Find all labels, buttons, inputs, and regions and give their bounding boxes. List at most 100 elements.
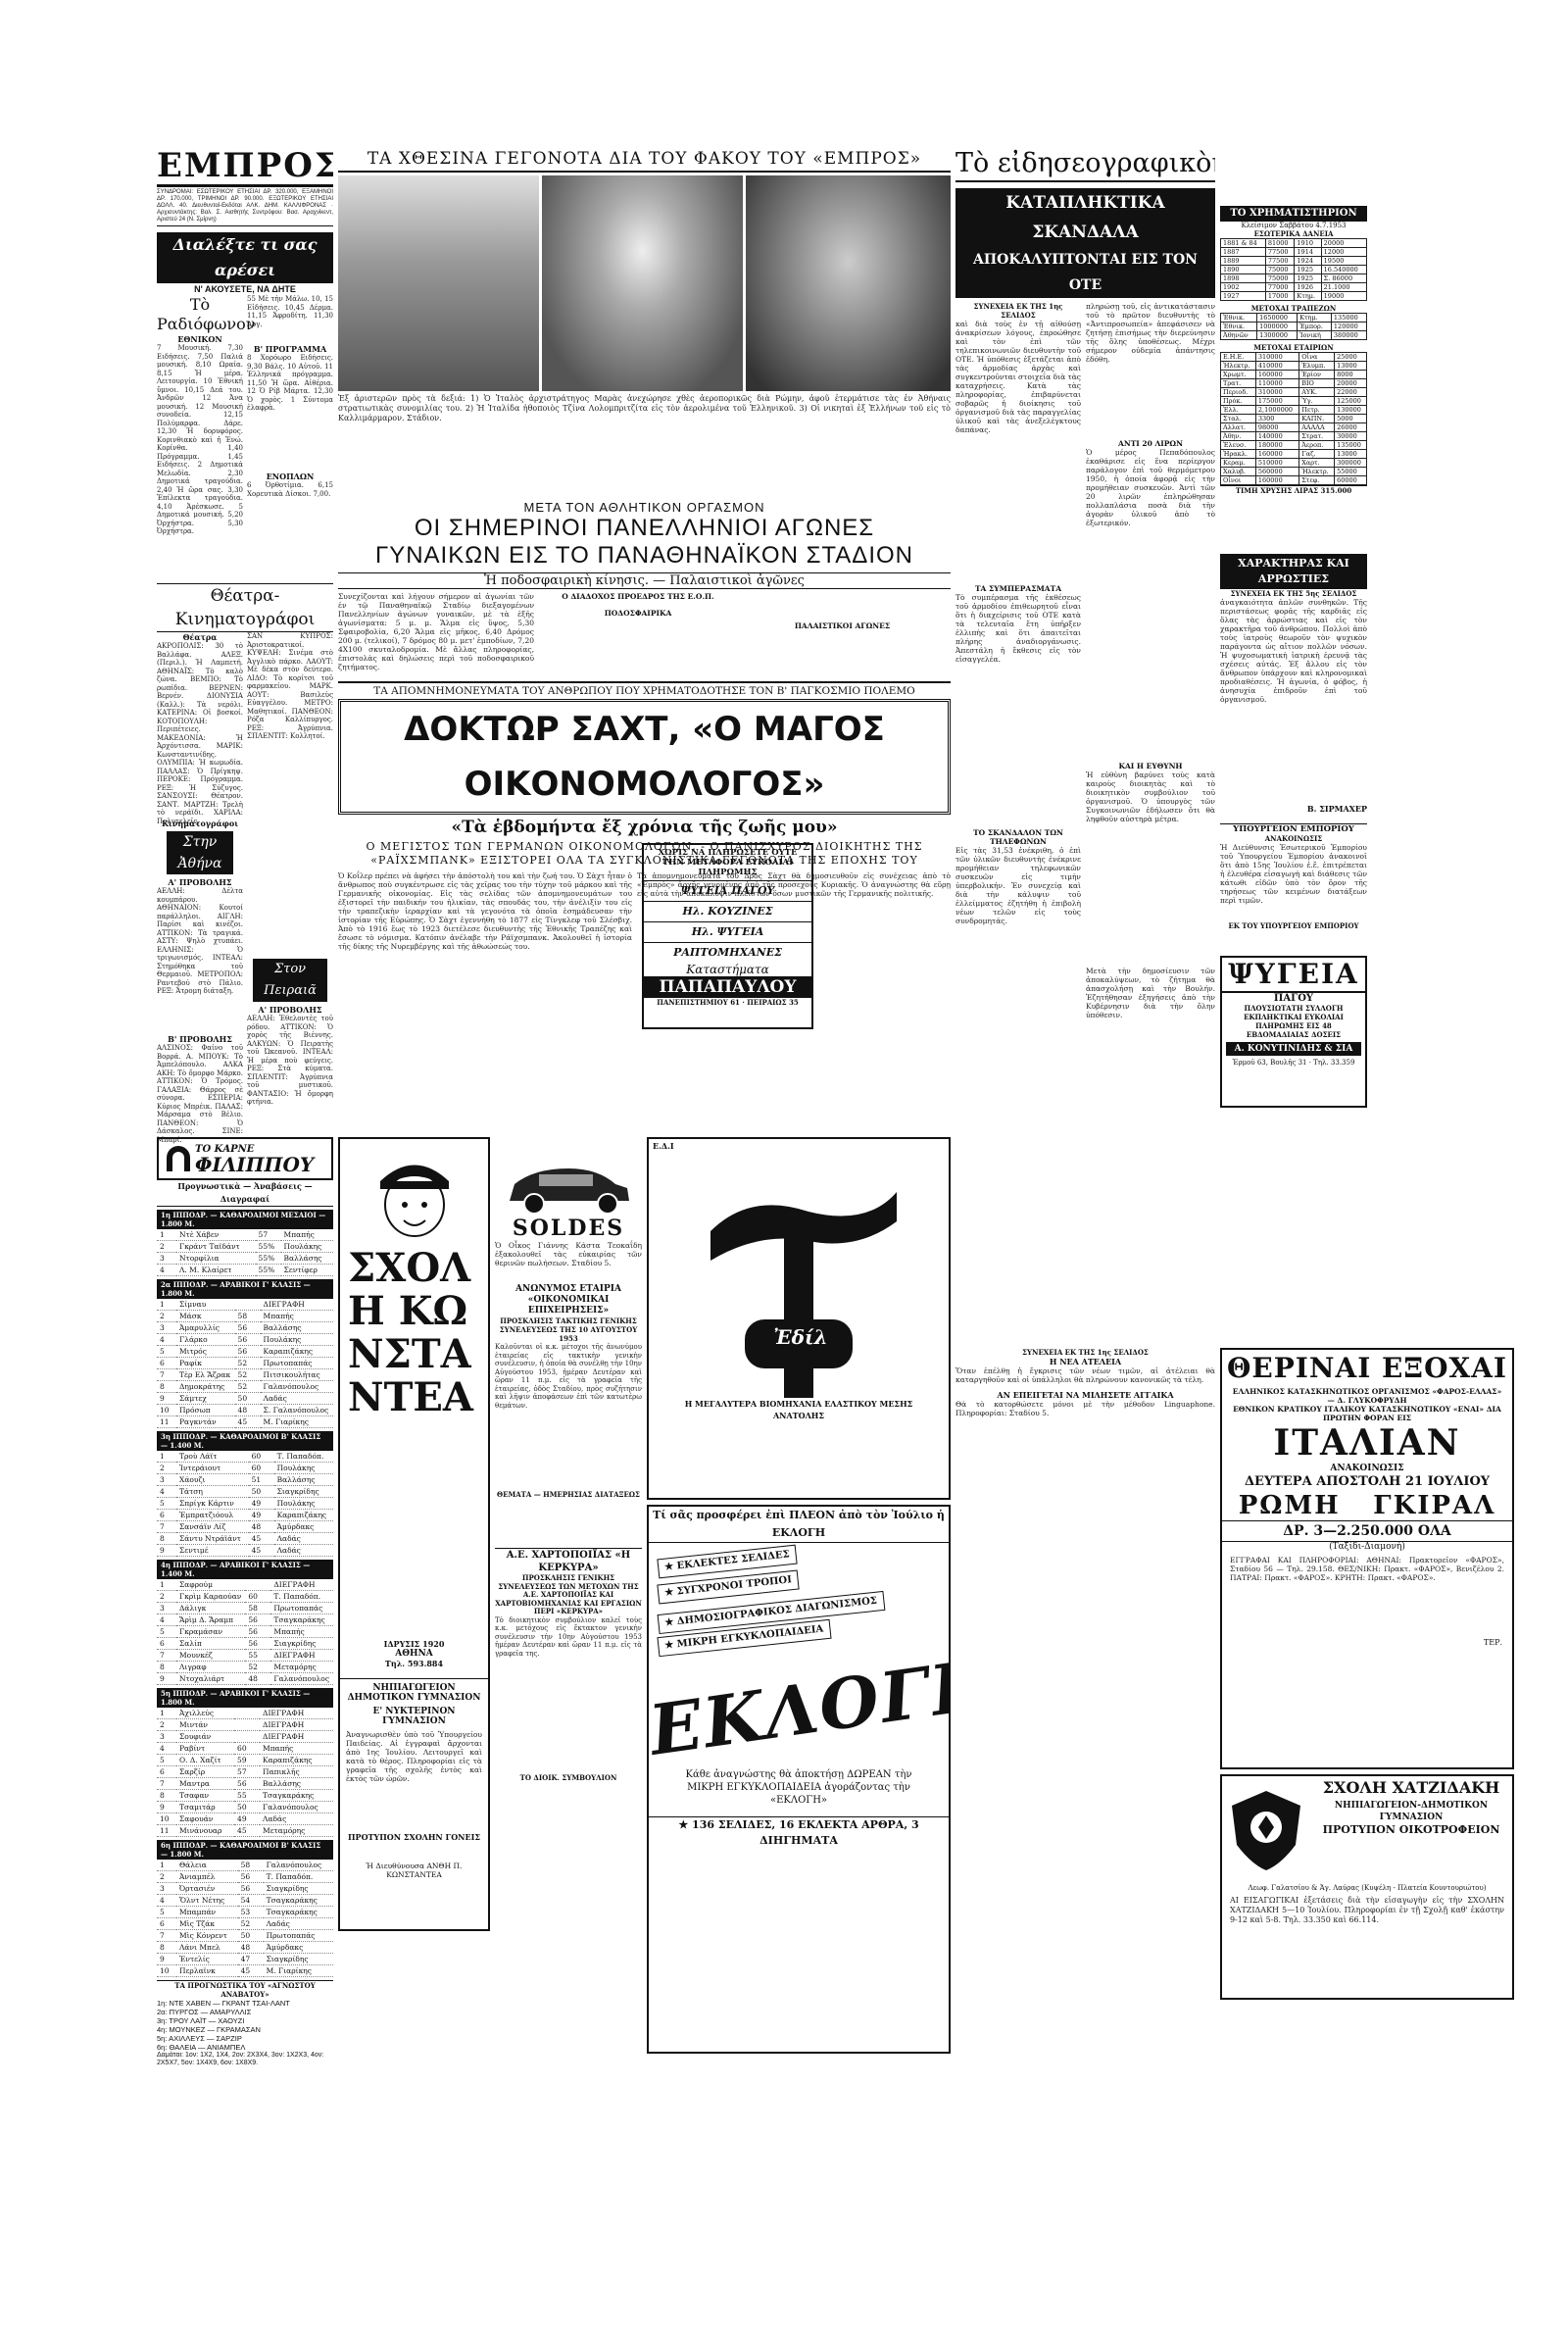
- stock-cell: 2,1000000: [1254, 405, 1300, 415]
- stock-cell: 140000: [1254, 431, 1300, 441]
- hatzidaki-sub: ΝΗΠΙΑΓΩΓΕΙΟΝ-ΔΗΜΟΤΙΚΟΝ ΓΥΜΝΑΣΙΟΝ: [1334, 1801, 1489, 1822]
- horse-name: Σάντυ Ντράϊάντ: [176, 1532, 249, 1545]
- horse-name: Ἐμπρατζιόουλ: [176, 1509, 249, 1521]
- race-weight: 55%: [255, 1252, 281, 1265]
- edil-brand: Ἐδίλ: [773, 1325, 828, 1349]
- race-title: 3η ΙΠΠΟΔΡ. — ΚΑΘΑΡΟΑΙΜΟΙ Β' ΚΛΑΣΙΣ — 1.4…: [157, 1431, 333, 1451]
- horse-name: Τροὺ Λάϊτ: [176, 1451, 249, 1463]
- horse-name: Σαφουάν: [176, 1813, 235, 1825]
- race-weight: 53: [237, 1906, 264, 1918]
- race-number: 10: [157, 1964, 176, 1977]
- horse-name: Σαφρούμ: [176, 1579, 246, 1591]
- horse-name: Λ. Μ. Κλαίρετ: [176, 1264, 256, 1276]
- stock-cell: 175000: [1254, 396, 1300, 406]
- jockey-name: Μεταμόρης: [260, 1824, 333, 1837]
- stock-cell: Χαλυβ.: [1220, 467, 1256, 476]
- race-weight: 55: [245, 1649, 271, 1662]
- stock-cell: Πρόκ.: [1220, 396, 1256, 406]
- cont-text2: Θὰ τὸ κατορθώσετε μόνοι μὲ τὴν μέθοδον L…: [956, 1400, 1215, 1417]
- jockey-name: Πουλάκης: [280, 1240, 333, 1253]
- schacht-headline: ΔΟΚΤΩΡ ΣΑΧΤ, «Ο ΜΑΓΟΣ ΟΙΚΟΝΟΜΟΛΟΓΟΣ»: [338, 699, 951, 815]
- stock-cell: Πετρ.: [1298, 405, 1336, 415]
- fridge-shop: ΠΑΠΑΠΑΥΛΟΥ: [644, 976, 811, 998]
- telecom-h2: ΑΠΟΚΑΛΥΠΤΟΝΤΑΙ ΕΙΣ ΤΟΝ ΟΤΕ: [956, 247, 1215, 298]
- jockey-name: Βαλλάσης: [260, 1777, 333, 1790]
- cinema-sub: Κινηματογράφοι: [161, 819, 239, 828]
- racing-subhead: Προγνωστικὰ — Ἀναβάσεις — Διαγραφαί: [157, 1180, 333, 1207]
- athens-b-text: ΑΛΣΙΝΟΣ: Φαίνο τοῦ Βορρά. Α. ΜΠΟΥΚ: Τὸ Ἀ…: [157, 1044, 243, 1144]
- horse-name: Σπρίγκ Κάρτιν: [176, 1497, 249, 1510]
- horse-name: Γκραμάσαν: [176, 1625, 246, 1638]
- jockey-name: Λαδάς: [260, 1392, 333, 1405]
- horse-name: Ὄλντ Νέτης: [176, 1894, 238, 1907]
- stock-cell: Ἀθηνῶν: [1220, 330, 1258, 340]
- horse-name: Ὀρτασιέν: [176, 1882, 238, 1895]
- jockey-name: ΔΙΕΓΡΑΦΗ: [260, 1708, 333, 1719]
- stock-cell: 77000: [1264, 282, 1296, 292]
- jockey-name: Τ. Παπαδόπ.: [273, 1451, 333, 1463]
- stock-cell: 135000: [1334, 440, 1367, 450]
- jockey-name: Πρωτοπαπάς: [260, 1357, 333, 1369]
- stock-cell: 20000: [1320, 238, 1367, 248]
- race-weight: 48: [248, 1520, 274, 1533]
- stock-cell: Ἀεροπ.: [1298, 440, 1336, 450]
- race-weight: 52: [245, 1661, 271, 1673]
- jockey-name: ΔΙΕΓΡΑΦΗ: [260, 1730, 333, 1743]
- race-weight: 56: [245, 1625, 271, 1638]
- race-weight: 49: [248, 1497, 274, 1510]
- athletics-kicker: ΜΕΤΑ ΤΟΝ ΑΘΛΗΤΙΚΟΝ ΟΡΓΑΣΜΟΝ: [523, 500, 765, 515]
- race-weight: 58: [234, 1310, 261, 1322]
- kerkyra-sub: ΠΡΟΣΚΛΗΣΙΣ ΓΕΝΙΚΗΣ ΣΥΝΕΛΕΥΣΕΩΣ ΤΩΝ ΜΕΤΟΧ…: [495, 1573, 642, 1615]
- tote-text: Δαμάται: 1ον: 1Χ2, 1Χ4, 2ον: 2Χ3Χ4, 3ον:…: [157, 2052, 324, 2066]
- school-konstantea-ad: ΣΧΟΛΗ ΚΩΝΣΤΑΝΤΕΑ ΙΔΡΥΣΙΣ 1920 ΑΘΗΝΑ Τηλ.…: [338, 1137, 490, 1931]
- stock-cell: 75000: [1264, 273, 1296, 283]
- edil-caption: Η ΜΕΓΑΛΥΤΕΡΑ ΒΙΟΜΗΧΑΝΙΑ ΕΛΑΣΤΙΚΟΥ ΜΕΣΗΣ …: [684, 1399, 913, 1420]
- telecom-sub3: ΤΟ ΣΚΑΝΔΑΛΟΝ ΤΩΝ ΤΗΛΕΦΩΝΩΝ: [973, 828, 1063, 846]
- stock-cell: 1300000: [1256, 330, 1298, 340]
- race-weight: 49: [234, 1813, 261, 1825]
- jockey-name: Ἀμύρδακς: [263, 1941, 333, 1954]
- race-number: 1: [157, 1579, 176, 1591]
- jockey-name: Μπαπής: [280, 1229, 333, 1241]
- fridge2-ad: ΨΥΓΕΙΑ ΠΑΓΟΥ ΠΛΟΥΣΙΩΤΑΤΗ ΣΥΛΛΟΓΗ ΕΚΠΛΗΚΤ…: [1220, 956, 1367, 1108]
- horse-name: Ραφίκ: [176, 1357, 235, 1369]
- race-number: 3: [157, 1252, 176, 1265]
- jockey-name: Λαδάς: [273, 1532, 333, 1545]
- horse-name: Γκράντ Ταϊδάντ: [176, 1240, 256, 1253]
- telecom-sub2: ΤΑ ΣΥΜΠΕΡΑΣΜΑΤΑ: [974, 584, 1062, 593]
- race-number: 6: [157, 1357, 176, 1369]
- stock-cell: Αλλατ.: [1220, 422, 1256, 432]
- stock-cell: 1887: [1220, 247, 1266, 257]
- stock-gold: ΤΙΜΗ ΧΡΥΣΗΣ ΛΙΡΑΣ 315.000: [1220, 485, 1367, 495]
- race-number: 5: [157, 1345, 176, 1358]
- stock-section: ΤΟ ΧΡΗΜΑΤΙΣΤΗΡΙΟΝ Κλείσιμον Σαββάτου 4.7…: [1220, 206, 1367, 549]
- schacht-section: ΤΑ ΑΠΟΜΝΗΜΟΝΕΥΜΑΤΑ ΤΟΥ ΑΝΘΡΩΠΟΥ ΠΟΥ ΧΡΗΜ…: [338, 681, 951, 1132]
- stock-cell: 310000: [1254, 387, 1300, 397]
- race-weight: 55: [234, 1789, 261, 1802]
- jockey-name: Σιαγκρίδης: [270, 1637, 333, 1650]
- stock-cell: 19500: [1320, 256, 1367, 266]
- race-weight: 47: [237, 1953, 264, 1965]
- race-number: 2: [157, 1718, 176, 1731]
- forecast-line: 2α: ΠΥΡΓΟΣ — ΑΜΑΡΥΛΛΙΣ: [157, 2008, 252, 2016]
- ekloge-bottom: ★ 136 ΣΕΛΙΔΕΣ, 16 ΕΚΛΕΚΤΑ ΑΡΘΡΑ, 3 ΔΙΗΓΗ…: [649, 1816, 949, 1849]
- forecast-line: 6η: ΘΑΛΕΙΑ — ΑΝΙΑΜΠΕΛ: [157, 2043, 246, 2052]
- race-weight: 52: [234, 1368, 261, 1381]
- stock-cell: 81000: [1264, 238, 1296, 248]
